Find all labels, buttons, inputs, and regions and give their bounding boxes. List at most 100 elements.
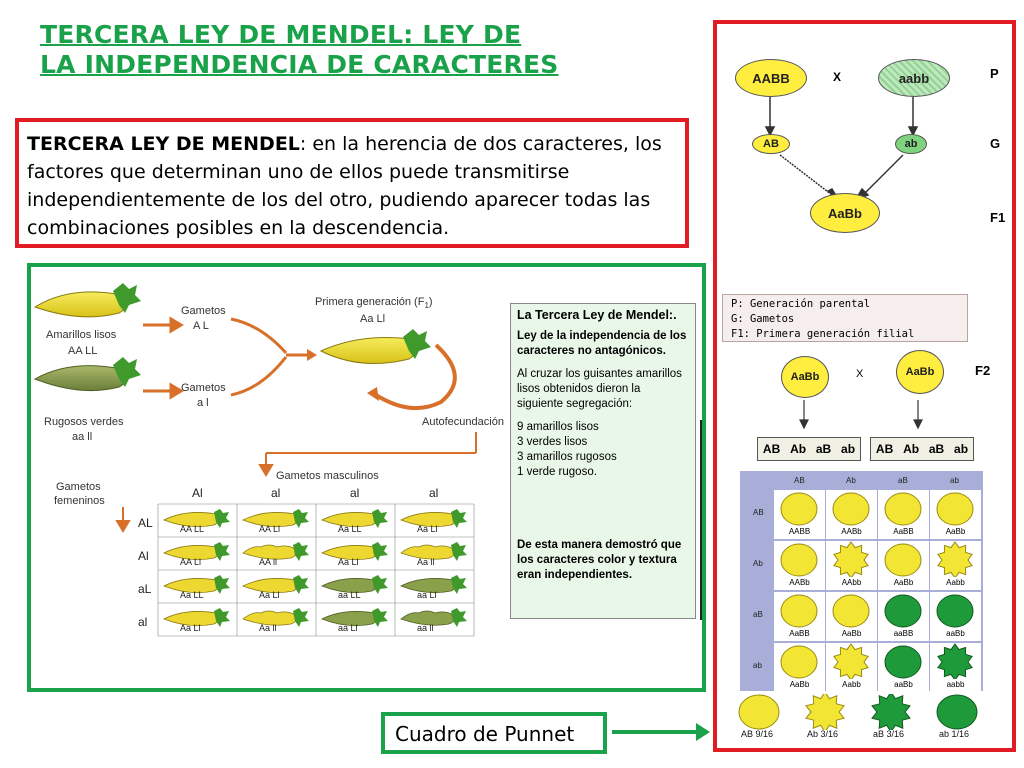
phenotype-summary-icons xyxy=(738,694,978,730)
punnett-genotype: aaBb xyxy=(946,629,965,638)
pod-genotype-label: Aa LL xyxy=(338,524,362,534)
gametes-label-2: Gametos xyxy=(181,382,226,394)
result-1: 9 amarillos lisos xyxy=(517,421,599,433)
punnett-row-header: ab xyxy=(753,661,762,670)
punnett-cell: AaBB xyxy=(774,592,825,641)
punnett-genotype: AABb xyxy=(841,527,862,536)
punnett-cell: aaBb xyxy=(878,643,929,692)
female-gamete-header: al xyxy=(138,615,148,629)
yellow-round-pea xyxy=(884,543,922,577)
parent-aabb-dominant: AABB xyxy=(735,59,807,97)
parent2-label: Rugosos verdes xyxy=(44,416,124,428)
pea-icon xyxy=(936,594,974,628)
pea-icon xyxy=(884,543,922,577)
punnett-cell: AaBb xyxy=(826,592,877,641)
pod-genotype-label: Aa Ll xyxy=(417,524,438,534)
yellow-pod-icon xyxy=(242,610,297,626)
pod-genotype-label: Aa LL xyxy=(180,590,204,600)
punnett-cell: AAbb xyxy=(826,541,877,590)
generation-legend: P: Generación parental G: Gametos F1: Pr… xyxy=(722,294,968,342)
pea-icon xyxy=(936,492,974,526)
punnett-pointer-arrow xyxy=(612,723,710,741)
pod-leaf-icon xyxy=(372,575,388,594)
pea-icon xyxy=(937,541,973,579)
pea-icon xyxy=(884,594,922,628)
f2-gametes-left: AB Ab aB ab xyxy=(757,437,861,461)
pod-genotype-label: aa Ll xyxy=(417,590,437,600)
pea-icon xyxy=(833,643,869,681)
punnett-col-header: aB xyxy=(898,476,908,485)
punnett-genotype: AaBB xyxy=(893,527,914,536)
yellow-round-pea xyxy=(780,543,818,577)
punnett-col-header: AB xyxy=(794,476,805,485)
green-round-pea xyxy=(884,645,922,679)
pod-leaf-icon xyxy=(372,542,388,561)
pod-genotype-label: aa LL xyxy=(338,590,361,600)
pod-leaf-icon xyxy=(451,509,467,528)
f1-label: Primera generación (F1) xyxy=(315,296,433,311)
green-wrinkled-pea xyxy=(937,643,973,681)
f1-aabb: AaBb xyxy=(810,193,880,233)
punnett-genotype: aabb xyxy=(946,680,965,689)
law-text: : en la herencia de dos caracteres, los … xyxy=(27,133,662,239)
punnett-genotype: aaBb xyxy=(894,680,913,689)
pea-cross-illustration xyxy=(33,283,477,637)
pea-icon xyxy=(780,492,818,526)
pod-grid xyxy=(157,503,475,637)
punnett-row-header: aB xyxy=(753,610,763,619)
punnett-cell: Aabb xyxy=(930,541,981,590)
punnett-cell: AABb xyxy=(826,490,877,539)
pea-icon xyxy=(780,594,818,628)
pod-genotype-label: Aa ll xyxy=(259,623,277,633)
gamete-ab-dominant: AB xyxy=(752,134,790,154)
pod-genotype-label: Aa Ll xyxy=(259,590,280,600)
punnett-cell: AaBb xyxy=(878,541,929,590)
punnett-genotype: AaBb xyxy=(893,578,914,587)
green-pod-icon xyxy=(400,610,455,626)
grid-arrow xyxy=(115,432,477,533)
pod-genotype-label: aa Ll xyxy=(338,623,358,633)
parent-aabb-recessive: aabb xyxy=(878,59,950,97)
yellow-round-pea xyxy=(832,492,870,526)
punnett-cell: Aabb xyxy=(826,643,877,692)
gametes-value-1: A L xyxy=(193,320,209,332)
merge-arrow xyxy=(230,317,307,397)
pod-leaf-icon xyxy=(451,542,467,561)
green-round-pea xyxy=(936,594,974,628)
legend-p: P: Generación parental xyxy=(731,298,871,310)
pea-icon xyxy=(832,594,870,628)
yellow-wrinkled-pea xyxy=(937,541,973,579)
green-round-pea-summary xyxy=(936,694,978,730)
yellow-wrinkled-pea xyxy=(833,643,869,681)
pod-leaf-icon xyxy=(214,542,230,561)
pod-leaf-icon xyxy=(293,509,309,528)
pod-genotype-label: AA Ll xyxy=(180,557,202,567)
gamete-left-1: AB xyxy=(762,442,781,456)
yellow-wrinkled-pea-summary xyxy=(805,694,845,730)
punnett-square-caption: Cuadro de Punnet xyxy=(381,712,607,754)
gamete-left-3: aB xyxy=(815,442,832,456)
pod-genotype-label: AA Ll xyxy=(259,524,281,534)
result-3: 3 amarillos rugosos xyxy=(517,451,617,463)
pod-leaf-icon xyxy=(214,575,230,594)
punnett-cell: AaBb xyxy=(930,490,981,539)
punnett-genotype: AaBB xyxy=(789,629,810,638)
dihybrid-cross-panel xyxy=(713,20,1016,752)
f1-genotype: Aa Ll xyxy=(360,313,386,325)
pod-genotype-label: Aa ll xyxy=(417,557,435,567)
gamete-right-3: aB xyxy=(928,442,945,456)
pod-leaf-icon xyxy=(451,608,467,627)
phenotype-ratio-label: aB 3/16 xyxy=(873,729,905,739)
pod-genotype-label: aa ll xyxy=(417,623,434,633)
punnett-cell: aaBB xyxy=(878,592,929,641)
punnett-cell: aabb xyxy=(930,643,981,692)
legend-g: G: Gametos xyxy=(731,313,795,325)
gamete-left-2: Ab xyxy=(790,442,807,456)
third-law-summary-box: La Tercera Ley de Mendel:. Ley de la ind… xyxy=(510,303,696,619)
female-gamete-header: aL xyxy=(138,582,152,596)
green-pod-parent xyxy=(33,357,141,392)
pod-leaf-icon xyxy=(372,608,388,627)
summary-subtitle: Ley de la independencia de los caractere… xyxy=(517,330,687,357)
punnett-genotype: aaBB xyxy=(893,629,914,638)
yellow-round-pea xyxy=(780,594,818,628)
